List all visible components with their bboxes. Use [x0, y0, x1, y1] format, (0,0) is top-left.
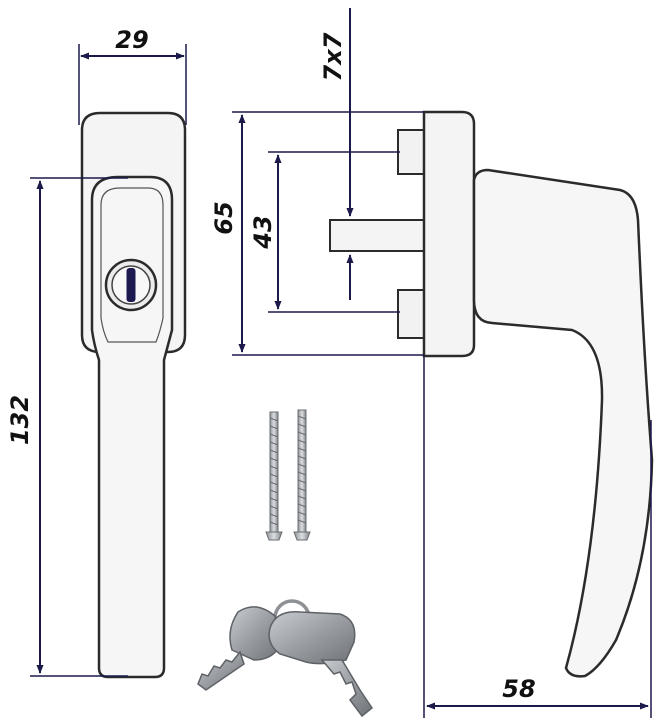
dimension-spindle: 7x7 — [319, 8, 354, 300]
dimension-width-label: 29 — [115, 26, 148, 54]
dimension-projection: 58 — [423, 356, 652, 718]
dimension-screw-spacing: 43 — [249, 151, 400, 313]
dimension-base-height-label: 65 — [210, 201, 238, 234]
screw-boss-top — [397, 129, 427, 175]
front-lever-inner — [100, 187, 164, 343]
keys — [197, 599, 374, 718]
handle-front-view — [80, 111, 187, 679]
side-base-plate — [422, 110, 476, 358]
dimension-projection-label: 58 — [502, 675, 535, 703]
screw-right — [293, 409, 311, 541]
dimension-screw-spacing-label: 43 — [249, 215, 277, 249]
handle-side-view — [329, 110, 654, 678]
dimension-height-label: 132 — [6, 395, 34, 445]
dimension-spindle-label: 7x7 — [319, 32, 347, 81]
dimension-width: 29 — [78, 26, 187, 125]
spindle — [329, 219, 427, 252]
side-lever — [472, 168, 654, 678]
key-left — [197, 606, 281, 691]
screws — [265, 409, 311, 541]
dimension-base-height: 65 — [210, 111, 424, 356]
screw-boss-bottom — [397, 289, 427, 339]
key-slot — [126, 268, 136, 302]
dimension-height: 132 — [6, 177, 128, 677]
key-right — [268, 611, 374, 718]
screw-left — [265, 411, 283, 541]
front-lever — [90, 175, 174, 679]
